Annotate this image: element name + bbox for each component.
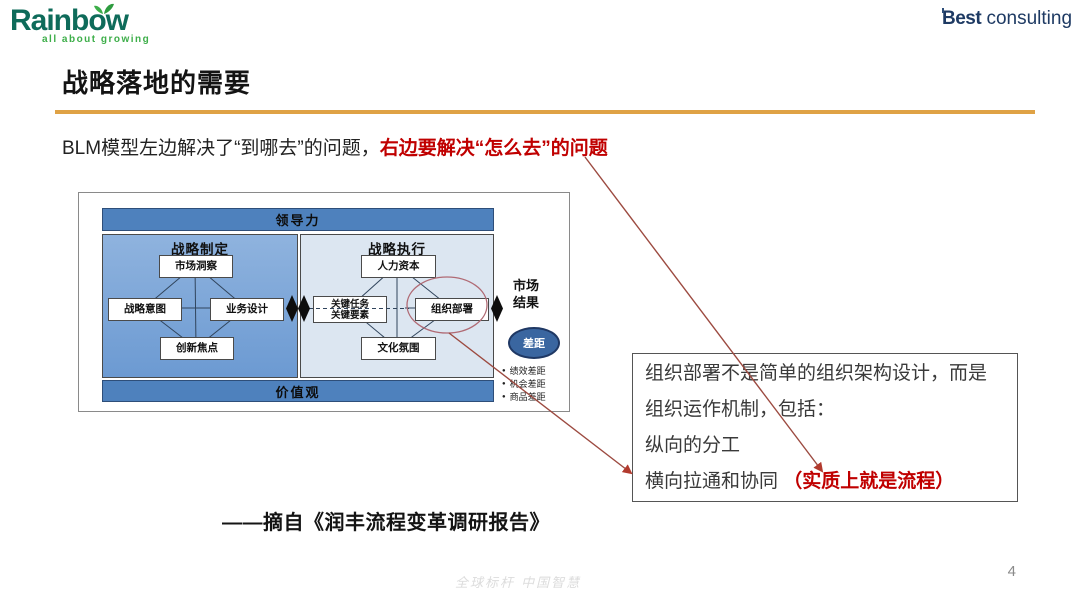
rainbow-logo: Rainbow all about growing — [10, 3, 210, 45]
gap-bullet-item: 商品差距 — [502, 391, 546, 404]
node-key-tasks: 关键任务 关键要素 — [313, 296, 387, 323]
right-panel-title: 战略执行 — [368, 242, 426, 257]
node-culture: 文化氛围 — [361, 337, 436, 360]
diamond-connector-icon — [491, 295, 503, 322]
intro-sentence: BLM模型左边解决了“到哪去”的问题，右边要解决“怎么去”的问题 — [62, 133, 608, 160]
page-number: 4 — [1007, 563, 1016, 580]
diamond-connector-icon — [286, 295, 298, 322]
page-title: 战略落地的需要 — [62, 68, 252, 98]
annotation-line4: 横向拉通和协同 （实质上就是流程） — [645, 471, 955, 492]
intro-black-part: BLM模型左边解决了“到哪去”的问题， — [62, 138, 380, 159]
annotation-box: 组织部署不是简单的组织架构设计，而是 组织运作机制，包括： 纵向的分工 横向拉通… — [632, 353, 1018, 502]
node-market-insight: 市场洞察 — [159, 255, 233, 278]
leaf-icon — [94, 2, 114, 20]
annotation-line1: 组织部署不是简单的组织架构设计，而是 — [645, 363, 988, 384]
gap-ellipse: 差距 — [508, 327, 560, 359]
gap-bullet-item: 机会差距 — [502, 378, 546, 391]
annotation-line3: 纵向的分工 — [645, 435, 741, 456]
market-result-label: 市场 结果 — [513, 278, 540, 310]
title-underline — [55, 110, 1035, 114]
best-consulting-logo: Best consulting — [942, 8, 1072, 30]
intro-red-part: 右边要解决“怎么去”的问题 — [379, 138, 608, 159]
annotation-red-emphasis: （实质上就是流程） — [783, 471, 955, 492]
citation: ——摘自《润丰流程变革调研报告》 — [222, 512, 550, 534]
node-business-design: 业务设计 — [210, 298, 284, 321]
node-human-capital: 人力资本 — [361, 255, 436, 278]
values-bar: 价值观 — [102, 380, 494, 402]
node-org-deployment: 组织部署 — [415, 298, 489, 321]
node-key-tasks-line1: 关键任务 — [330, 298, 369, 310]
footer-watermark: 全球标杆 中国智慧 — [455, 576, 582, 591]
node-innovation-focus: 创新焦点 — [160, 337, 234, 360]
leadership-bar: 领导力 — [102, 208, 494, 231]
best-logo-bold: Best — [942, 8, 982, 29]
best-logo-rest: consulting — [981, 8, 1073, 29]
left-panel-title: 战略制定 — [171, 242, 229, 257]
node-strategic-intent: 战略意图 — [108, 298, 182, 321]
gap-bullet-item: 绩效差距 — [502, 365, 546, 378]
best-logo-accent-bar — [942, 8, 944, 13]
node-key-tasks-line2: 关键要素 — [330, 309, 369, 321]
rainbow-tagline: all about growing — [42, 34, 151, 45]
blm-diagram: 领导力 战略制定 战略执行 市场洞察 — [78, 192, 570, 412]
annotation-line2: 组织运作机制，包括： — [645, 399, 836, 420]
gap-bullet-list: 绩效差距 机会差距 商品差距 — [502, 365, 546, 404]
